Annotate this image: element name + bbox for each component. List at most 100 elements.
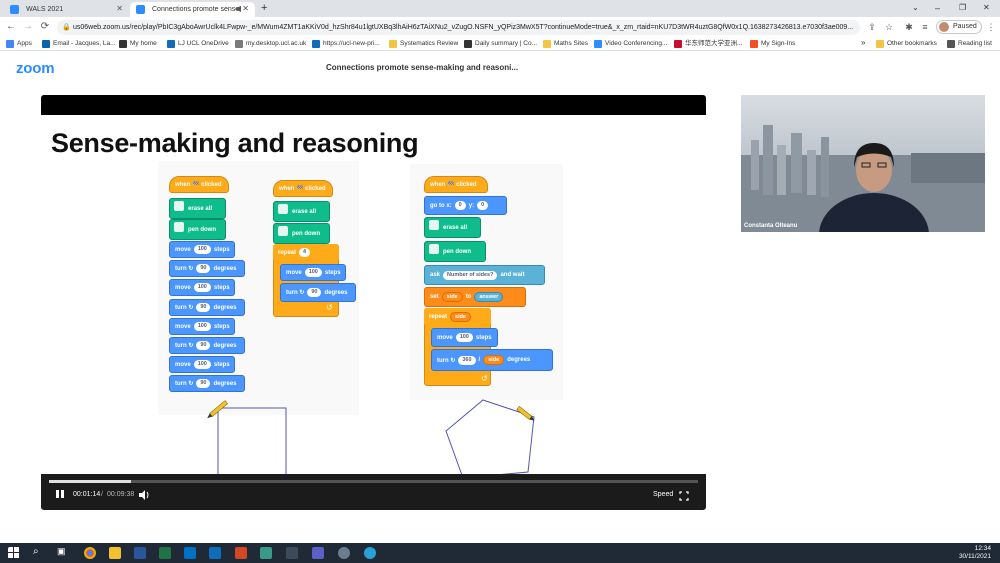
bookmarks-bar: Apps Email - Jacques, La... My home LJ U…	[0, 37, 1000, 51]
tab-title: Connections promote sense	[152, 6, 240, 13]
time-total: 00:09:38	[107, 491, 135, 498]
time-separator: /	[101, 491, 103, 498]
webcam-video[interactable]: Constanta Olteanu	[741, 95, 985, 232]
bookmark-item[interactable]: Email - Jacques, La...	[42, 39, 116, 49]
fullscreen-button[interactable]	[679, 488, 689, 501]
pen-icon	[278, 226, 288, 236]
tab-title: WALS 2021	[26, 6, 64, 13]
block-pen-down: pen down	[273, 223, 330, 244]
progress-bar[interactable]	[49, 480, 698, 483]
time-current: 00:01:14	[73, 491, 101, 498]
university-icon	[674, 40, 682, 48]
zoom-logo[interactable]: zoom	[16, 60, 55, 77]
volume-button[interactable]	[138, 488, 150, 500]
close-tab-icon[interactable]: ✕	[242, 4, 249, 13]
square-shape	[217, 407, 287, 477]
pencil-icon	[516, 406, 535, 421]
block-pen-down: pen down	[169, 219, 226, 240]
bookmark-item[interactable]: LJ UCL OneDrive	[167, 39, 229, 49]
bookmark-item[interactable]: Reading list	[947, 39, 992, 49]
bookmark-item[interactable]: Video Conferencing...	[594, 39, 667, 49]
menu-icon[interactable]: ⋮	[986, 22, 996, 32]
bookmark-item[interactable]: 华东师范大学亚洲...	[674, 39, 742, 49]
more-bookmarks-button[interactable]: »	[861, 38, 866, 47]
system-clock[interactable]: 12:34 30/11/2021	[955, 545, 991, 561]
reading-list-icon	[947, 40, 955, 48]
page-icon	[464, 40, 472, 48]
pause-button[interactable]	[55, 489, 65, 501]
page-title: Connections promote sense-making and rea…	[326, 63, 519, 72]
block-erase-all: erase all	[424, 217, 481, 238]
url-text: us06web.zoom.us/rec/play/PbIC3gAboAwrUcl…	[73, 24, 854, 31]
url-bar[interactable]: 🔒 us06web.zoom.us/rec/play/PbIC3gAboAwrU…	[57, 20, 860, 35]
windows-start-icon[interactable]	[8, 547, 20, 559]
maximize-button[interactable]: ❐	[959, 3, 967, 12]
page-icon	[235, 40, 243, 48]
calculator-icon[interactable]	[260, 547, 272, 559]
folder-icon	[876, 40, 884, 48]
chrome-icon[interactable]	[84, 547, 96, 559]
profile-button[interactable]: Paused	[936, 20, 982, 34]
bookmark-folder[interactable]: Systematics Review	[389, 39, 458, 49]
bookmark-folder[interactable]: Other bookmarks	[876, 39, 937, 49]
bookmark-item[interactable]: https://ucl-new-pri...	[312, 39, 380, 49]
slide-title: Sense-making and reasoning	[51, 128, 419, 158]
home-icon	[119, 40, 127, 48]
browser-tab-bar: WALS 2021 ✕ Connections promote sense ◀ …	[0, 0, 1000, 17]
word-icon[interactable]	[134, 547, 146, 559]
close-window-button[interactable]: ✕	[983, 3, 990, 12]
snipping-tool-icon[interactable]	[338, 547, 350, 559]
video-player[interactable]: Sense-making and reasoning when 🏁 clicke…	[41, 95, 706, 510]
audio-icon[interactable]: ◀	[234, 4, 241, 13]
task-view-icon[interactable]: ▣	[57, 546, 66, 556]
onedrive-icon[interactable]	[209, 547, 221, 559]
share-icon[interactable]: ⇪	[868, 22, 876, 32]
outlook-icon	[42, 40, 50, 48]
clock-time: 12:34	[974, 545, 991, 552]
address-bar-row: ← → ⟳ 🔒 us06web.zoom.us/rec/play/PbIC3gA…	[0, 17, 1000, 37]
teams-icon[interactable]	[312, 547, 324, 559]
language-icon[interactable]	[286, 547, 298, 559]
powerpoint-icon[interactable]	[235, 547, 247, 559]
bookmark-item[interactable]: My Sign-Ins	[750, 39, 795, 49]
bookmark-item[interactable]: Apps	[6, 39, 32, 49]
star-icon[interactable]: ☆	[884, 22, 894, 32]
progress-fill	[49, 480, 131, 483]
back-button[interactable]: ←	[6, 21, 16, 32]
loop-arrow-icon: ↺	[481, 374, 488, 383]
square-drawing	[207, 400, 287, 477]
network-icon[interactable]	[364, 547, 376, 559]
clock-date: 30/11/2021	[958, 553, 991, 560]
outlook-icon[interactable]	[184, 547, 196, 559]
bookmark-item[interactable]: Daily summary | Co...	[464, 39, 537, 49]
tab-connections[interactable]: Connections promote sense ◀ ✕	[130, 2, 255, 17]
bookmark-item[interactable]: my.desktop.ucl.ac.uk	[235, 39, 306, 49]
reload-button[interactable]: ⟳	[40, 21, 50, 32]
pen-icon	[174, 201, 184, 211]
excel-icon[interactable]	[159, 547, 171, 559]
file-explorer-icon[interactable]	[109, 547, 121, 559]
speed-button[interactable]: Speed	[653, 491, 674, 498]
tab-search-icon[interactable]: ⌄	[912, 3, 919, 12]
block-when-flag-clicked: when 🏁 clicked	[424, 176, 488, 193]
forward-button[interactable]: →	[23, 21, 33, 32]
new-tab-button[interactable]: +	[261, 2, 268, 14]
bookmark-folder[interactable]: Maths Sites	[543, 39, 588, 49]
close-tab-icon[interactable]: ✕	[116, 4, 123, 13]
minimize-button[interactable]: –	[935, 3, 941, 13]
pen-icon	[174, 222, 184, 232]
tab-wals[interactable]: WALS 2021 ✕	[4, 2, 129, 17]
bookmark-item[interactable]: My home	[119, 39, 157, 49]
extensions-icon[interactable]: ✱	[905, 22, 913, 32]
search-icon[interactable]: ⌕	[33, 546, 39, 557]
reading-list-icon[interactable]: ≡	[922, 22, 928, 32]
